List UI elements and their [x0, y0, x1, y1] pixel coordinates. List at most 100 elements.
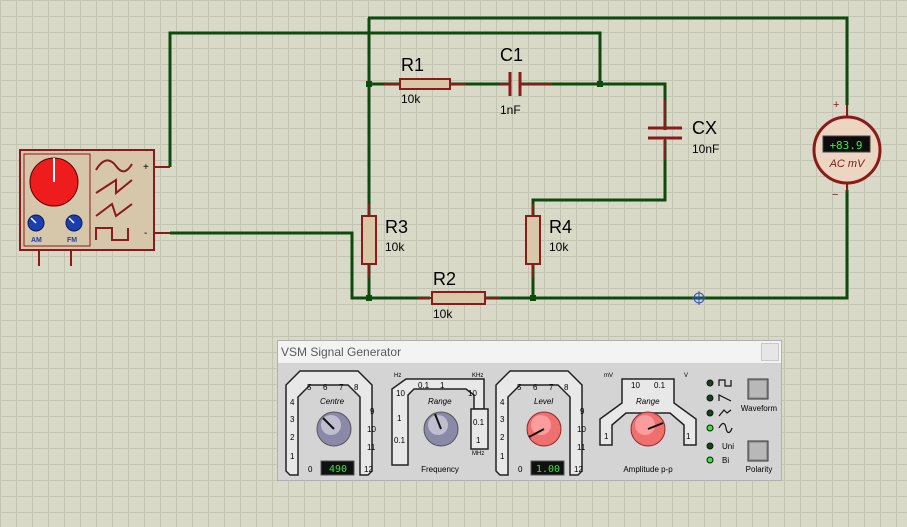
wire [170, 231, 430, 300]
resistor-r4[interactable]: R4 10k [525, 204, 572, 278]
r2-ref: R2 [433, 269, 456, 289]
junction-dot [530, 295, 536, 301]
level-scale-6: 6 [533, 383, 538, 392]
fm-label: FM [67, 237, 77, 244]
level-scale-1: 1 [500, 452, 505, 461]
sine-wave-icon [718, 422, 733, 434]
waveform-symbols-icon [95, 159, 133, 241]
centre-scale-0: 0 [308, 465, 313, 474]
level-scale-4: 4 [500, 398, 505, 407]
vsm-titlebar[interactable]: VSM Signal Generator [278, 341, 781, 364]
r2-value: 10k [433, 307, 453, 321]
sawtooth-wave-icon [718, 394, 732, 402]
r1-value: 10k [401, 92, 421, 106]
amp-option-10-mv: 10 [631, 381, 640, 390]
polarity-button[interactable]: Polarity [746, 440, 773, 474]
polarity-bi-label: Bi [722, 456, 729, 465]
vsm-close-button[interactable] [761, 343, 779, 361]
gen-minus: - [144, 228, 147, 239]
freq-option-1-khz: 1 [440, 381, 445, 390]
frequency-label: Frequency [421, 465, 459, 474]
r1-ref: R1 [401, 55, 424, 75]
voltmeter-unit: AC mV [829, 158, 867, 170]
resistor-r3[interactable]: R3 10k [361, 204, 408, 278]
resistor-r1[interactable]: R1 10k [384, 55, 466, 106]
capacitor-cx[interactable]: CX 10nF [648, 100, 719, 160]
frequency-range-selector[interactable]: Hz KHz 10 0.1 1 10 1 0.1 0.1 1 MHz Range… [391, 373, 489, 474]
centre-scale-4: 4 [290, 398, 295, 407]
level-scale-7: 7 [549, 383, 554, 392]
cx-ref: CX [692, 118, 717, 138]
am-label: AM [31, 237, 42, 244]
led-sawtooth [706, 394, 714, 402]
freq-option-0-1-hz: 0.1 [394, 436, 406, 445]
level-scale-11: 11 [577, 443, 586, 452]
centre-dial[interactable]: 5 6 7 8 4 3 2 1 0 9 10 11 12 Centre 490 [285, 370, 376, 476]
voltmeter-plus: + [833, 99, 839, 111]
ac-voltmeter[interactable]: +83.9 AC mV + − [812, 99, 882, 201]
r3-ref: R3 [385, 217, 408, 237]
waveform-button[interactable]: Waveform [741, 378, 777, 413]
junctions [366, 81, 603, 301]
amp-option-0-1-v: 0.1 [654, 381, 666, 390]
level-display-value: 1.00 [536, 464, 560, 475]
led-sine [706, 424, 714, 432]
level-scale-10: 10 [577, 425, 586, 434]
signal-generator-component[interactable]: AM FM + - [19, 149, 170, 266]
level-dial[interactable]: 5 6 7 8 4 3 2 1 0 9 10 11 12 Level 1.00 [495, 370, 586, 476]
c1-ref: C1 [500, 45, 523, 65]
freq-option-1-mhz: 1 [476, 436, 481, 445]
level-scale-3: 3 [500, 415, 505, 424]
led-triangle [706, 409, 714, 417]
resistor-r2[interactable]: R2 10k [418, 269, 500, 321]
waveform-button-label: Waveform [741, 404, 777, 413]
led-bi [706, 456, 714, 464]
centre-scale-5: 5 [307, 383, 312, 392]
amp-unit-mv: mV [604, 373, 613, 379]
level-scale-9: 9 [580, 407, 585, 416]
centre-scale-10: 10 [367, 425, 376, 434]
polarity-selector: Uni Bi [706, 442, 734, 465]
r3-value: 10k [385, 240, 405, 254]
polarity-button-label: Polarity [746, 465, 773, 474]
polarity-uni-label: Uni [722, 442, 734, 451]
waveform-selector [706, 379, 733, 434]
centre-caption: Centre [320, 397, 345, 406]
amplitude-pp-label: Amplitude p-p [623, 465, 673, 474]
freq-option-0-1-khz: 0.1 [418, 381, 430, 390]
junction-dot [366, 81, 372, 87]
crosshair-cursor-icon [692, 291, 706, 305]
centre-scale-2: 2 [290, 433, 295, 442]
amp-unit-v: V [684, 373, 688, 379]
capacitor-c1[interactable]: C1 1nF [500, 45, 552, 117]
freq-unit-mhz: MHz [472, 451, 484, 457]
wire [168, 31, 602, 167]
freq-range-caption: Range [428, 397, 452, 406]
freq-option-1-hz: 1 [397, 414, 402, 423]
freq-option-10-hz: 10 [396, 389, 405, 398]
led-uni [706, 442, 714, 450]
centre-display [320, 460, 355, 476]
amp-option-1-mv: 1 [604, 432, 609, 441]
level-scale-8: 8 [564, 383, 569, 392]
centre-scale-3: 3 [290, 415, 295, 424]
vsm-signal-generator-window[interactable]: VSM Signal Generator 5 6 7 8 4 3 2 1 0 9… [277, 340, 782, 481]
centre-scale-7: 7 [339, 383, 344, 392]
level-display [530, 460, 565, 476]
r4-value: 10k [549, 240, 569, 254]
centre-scale-6: 6 [323, 383, 328, 392]
amplitude-range-selector[interactable]: mV V 10 0.1 1 1 Range Amplitude p-p [599, 373, 697, 474]
gen-plus: + [143, 162, 149, 173]
junction-dot [366, 295, 372, 301]
level-scale-5: 5 [517, 383, 522, 392]
freq-unit-hz: Hz [394, 373, 401, 379]
c1-value: 1nF [500, 103, 521, 117]
r4-ref: R4 [549, 217, 572, 237]
centre-scale-1: 1 [290, 452, 295, 461]
level-scale-2: 2 [500, 433, 505, 442]
level-scale-0: 0 [518, 465, 523, 474]
junction-dot [597, 81, 603, 87]
centre-scale-9: 9 [370, 407, 375, 416]
vsm-controls: 5 6 7 8 4 3 2 1 0 9 10 11 12 Centre 490 … [285, 370, 777, 476]
